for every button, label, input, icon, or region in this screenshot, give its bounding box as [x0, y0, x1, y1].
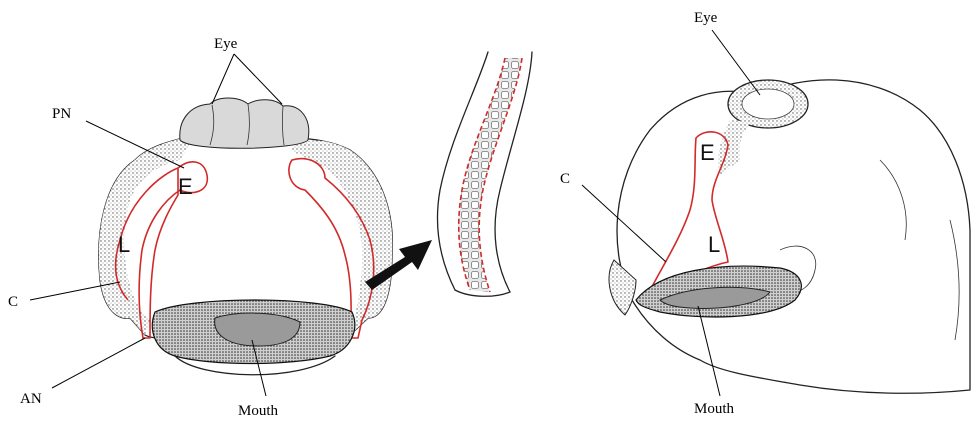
right-zone-l: L — [708, 232, 720, 257]
right-eye-label: Eye — [694, 10, 718, 26]
left-zone-l: L — [118, 232, 130, 257]
tissue-strip-cells — [459, 58, 522, 292]
right-zone-e: E — [700, 140, 715, 165]
left-eye-bumps — [180, 98, 309, 148]
left-eye-label: Eye — [214, 36, 238, 52]
left-panel: E L Eye PN C AN Mouth — [8, 36, 392, 419]
right-mouth-leader — [698, 306, 720, 396]
right-c-leader — [582, 185, 666, 262]
right-c-label: C — [560, 171, 570, 187]
right-panel: E L Eye C Mouth — [560, 10, 970, 417]
left-pn-label: PN — [52, 106, 71, 122]
left-c-label: C — [8, 294, 18, 310]
right-head-outline — [617, 80, 970, 393]
left-eye-leader — [212, 54, 282, 104]
right-mouth-label: Mouth — [694, 401, 735, 417]
left-an-label: AN — [20, 391, 42, 407]
right-eye-leader — [712, 30, 760, 95]
left-mouth-label: Mouth — [238, 403, 279, 419]
left-zone-e: E — [178, 174, 193, 199]
left-an-leader — [52, 338, 145, 388]
